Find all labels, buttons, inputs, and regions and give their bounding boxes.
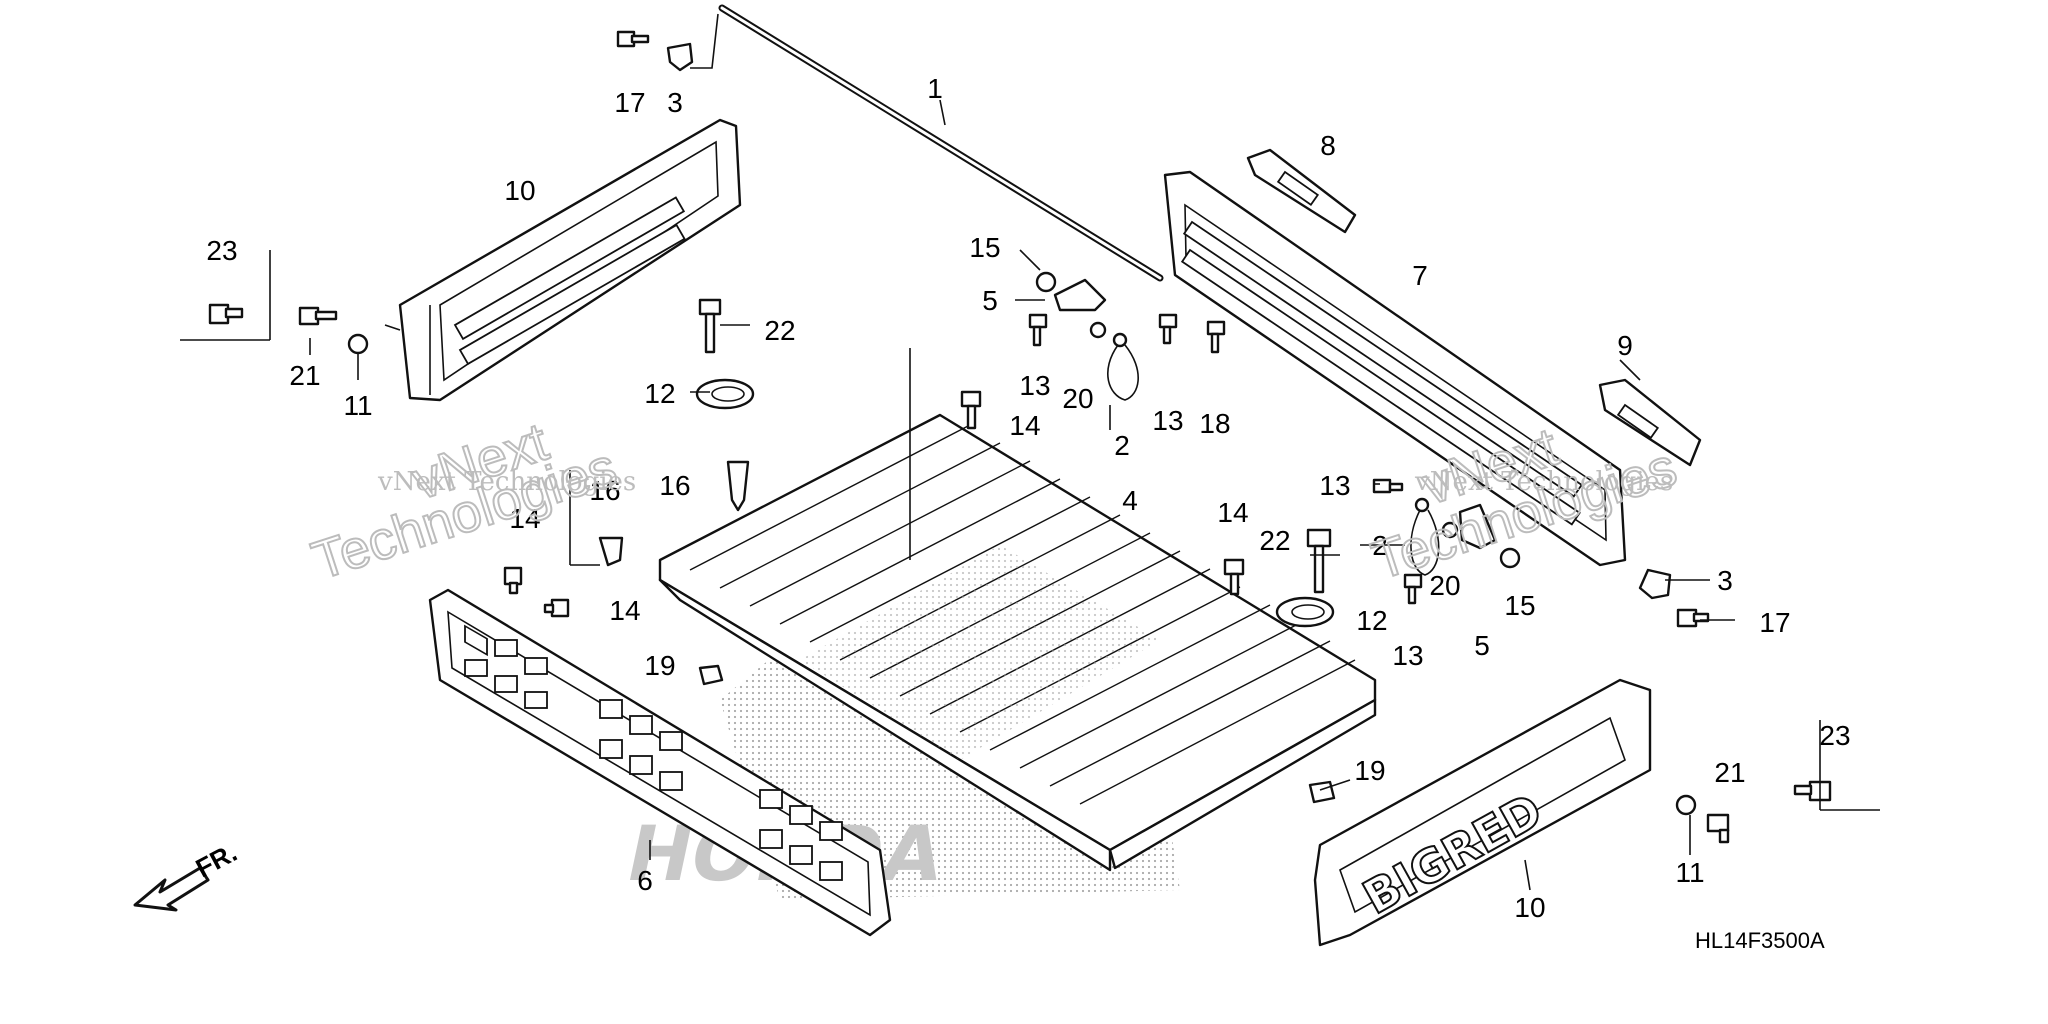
bolt-17-right	[1676, 608, 1710, 628]
part-latch-bracket	[1598, 378, 1702, 467]
nut-15-right	[1499, 547, 1521, 569]
callout-15-right: 15	[1504, 590, 1535, 621]
callout-7: 7	[1412, 260, 1428, 291]
callout-3-right: 3	[1717, 565, 1733, 596]
clip-16-lower	[598, 536, 624, 567]
bolt-17-top	[616, 30, 650, 48]
callout-19-left: 19	[644, 650, 675, 681]
callout-4: 4	[1122, 485, 1138, 516]
callout-14-left-b: 14	[609, 595, 640, 626]
callout-12-right: 12	[1356, 605, 1387, 636]
callout-18: 18	[1199, 408, 1230, 439]
bolt-21-left	[298, 306, 338, 326]
bolt-14-center	[960, 390, 982, 430]
callout-22-right: 22	[1259, 525, 1290, 556]
nut-11-right	[1675, 794, 1697, 816]
part-tailgate	[1163, 170, 1627, 567]
nut-15-left	[1035, 271, 1057, 293]
bolt-14-left-b	[543, 598, 570, 618]
bolt-23-right	[1793, 780, 1832, 802]
callout-2-left: 2	[1114, 430, 1130, 461]
callout-5-left: 5	[982, 285, 998, 316]
part-front-panel	[428, 588, 892, 937]
callout-10-right: 10	[1514, 892, 1545, 923]
callout-21-right: 21	[1714, 757, 1745, 788]
callout-10-left: 10	[504, 175, 535, 206]
bolt-14-right	[1223, 558, 1245, 596]
part-side-panel-left	[398, 118, 742, 402]
callout-16-lower: 16	[589, 475, 620, 506]
callout-12-left: 12	[644, 378, 675, 409]
callout-23-left: 23	[206, 235, 237, 266]
callout-9: 9	[1617, 330, 1633, 361]
part-rod	[718, 4, 1164, 282]
callout-13-c: 13	[1319, 470, 1350, 501]
washer-20-b	[1441, 521, 1459, 539]
part-cable-right	[1410, 497, 1440, 576]
part-cable-left	[1107, 332, 1139, 401]
nut-19-left	[698, 664, 724, 686]
callout-13-a: 13	[1019, 370, 1050, 401]
callout-5-right: 5	[1474, 630, 1490, 661]
bolt-18	[1206, 320, 1226, 354]
bolt-13-c	[1372, 478, 1404, 494]
part-latch-upper	[1246, 148, 1357, 234]
diagram-code: HL14F3500A	[1695, 928, 1825, 953]
bolt-13-d	[1403, 573, 1423, 605]
bolt-14-left-a	[503, 566, 523, 595]
callout-20-right: 20	[1429, 570, 1460, 601]
bolt-22-left	[698, 298, 722, 354]
callout-13-d: 13	[1392, 640, 1423, 671]
callout-15-left: 15	[969, 232, 1000, 263]
part-tie-down-left	[695, 378, 755, 410]
front-panel-grid	[464, 624, 843, 881]
callout-14-right: 14	[1217, 497, 1248, 528]
clip-3-right	[1638, 568, 1672, 600]
watermark-right-caption: vNext Technologies	[1414, 467, 1673, 497]
front-direction-arrow: FR.	[133, 837, 242, 912]
clip-16-upper	[726, 460, 750, 512]
callout-21-left: 21	[289, 360, 320, 391]
callout-17-top: 17	[614, 87, 645, 118]
bolt-22-right	[1306, 528, 1332, 594]
callout-22-left: 22	[764, 315, 795, 346]
bolt-23-left	[208, 303, 244, 325]
callout-6: 6	[637, 865, 653, 896]
callout-11-right: 11	[1675, 857, 1704, 888]
callout-2-right: 2	[1372, 530, 1388, 561]
watermark-right: vNext Technologies vNext Technologies	[1364, 416, 1684, 593]
callout-23-right: 23	[1819, 720, 1850, 751]
watermark-left-caption: vNext Technologies	[377, 467, 636, 497]
callout-20-left: 20	[1062, 383, 1093, 414]
washer-20-a	[1089, 321, 1107, 339]
callout-16-upper: 16	[659, 470, 690, 501]
nut-11-left	[347, 333, 369, 355]
leader-lines	[180, 13, 1880, 891]
callout-13-b: 13	[1152, 405, 1183, 436]
bolt-13-a	[1028, 313, 1048, 347]
callout-labels: 1 2 2 3 3 4 5 5 6 7 8 9 10 10 11 11 12 1…	[206, 73, 1850, 923]
callout-3-top: 3	[667, 87, 683, 118]
part-hinge-bracket-left	[1053, 278, 1107, 312]
part-cargo-bed	[658, 413, 1377, 872]
callout-11-left: 11	[343, 390, 372, 421]
callout-17-right: 17	[1759, 607, 1790, 638]
part-hinge-bracket-right	[1458, 503, 1497, 550]
fasteners	[208, 30, 1832, 844]
clip-3-top	[666, 42, 694, 72]
callout-14-center: 14	[1009, 410, 1040, 441]
nut-19-right	[1308, 780, 1336, 804]
part-tie-down-right	[1275, 596, 1335, 628]
bolt-13-b	[1158, 313, 1178, 345]
callout-14-left-a: 14	[509, 503, 540, 534]
callout-1: 1	[927, 73, 943, 104]
bolt-21-right	[1706, 813, 1730, 844]
callout-19-right: 19	[1354, 755, 1385, 786]
callout-8: 8	[1320, 130, 1336, 161]
